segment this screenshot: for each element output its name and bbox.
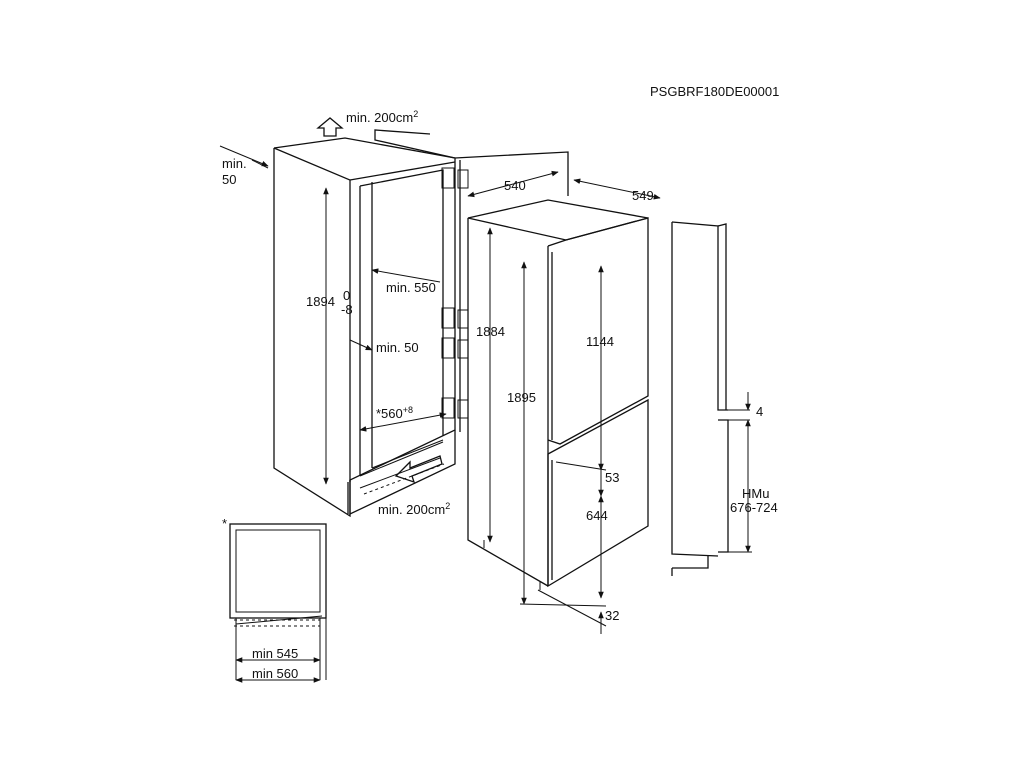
appliance-dimension-lines	[467, 170, 661, 634]
appliance-depth-label: 549	[632, 188, 654, 203]
niche-height-tol-lower: -8	[341, 302, 353, 317]
door-gap-label: 53	[605, 470, 619, 485]
furniture-door-profile	[671, 221, 752, 576]
min-560-label: min 560	[252, 666, 298, 681]
vent-top-arrow-icon	[316, 117, 344, 137]
appliance-fridge	[467, 199, 649, 590]
niche-height-label: 1894	[306, 294, 335, 309]
appliance-height-label: 1884	[476, 324, 505, 339]
vent-bottom-arrow-icon	[394, 455, 443, 484]
vent-bottom-label: min. 200cm2	[378, 501, 450, 517]
lower-door-height-label: 644	[586, 508, 608, 523]
niche-depth-label: min. 550	[386, 280, 436, 295]
niche-width-label: *560+8	[376, 405, 413, 421]
appliance-width-label: 540	[504, 178, 526, 193]
side-gap-label: min.	[222, 156, 247, 171]
niche-height-tol-upper: 0	[343, 288, 350, 303]
rear-gap-label: min. 50	[376, 340, 419, 355]
footnote-mark: *	[222, 516, 227, 531]
furniture-gap-label: 4	[756, 404, 763, 419]
vent-top-label: min. 200cm2	[346, 109, 418, 125]
furniture-door-range: 676-724	[730, 500, 778, 515]
door-total-height-label: 1895	[507, 390, 536, 405]
diagram-code: PSGBRF180DE00001	[650, 84, 779, 99]
min-545-label: min 545	[252, 646, 298, 661]
side-gap-value: 50	[222, 172, 236, 187]
furniture-door-label: HMu	[742, 486, 769, 501]
bottom-gap-label: 32	[605, 608, 619, 623]
upper-door-height-label: 1144	[586, 334, 614, 349]
niche-dimension-lines	[219, 145, 447, 485]
top-view-detail	[229, 523, 327, 683]
